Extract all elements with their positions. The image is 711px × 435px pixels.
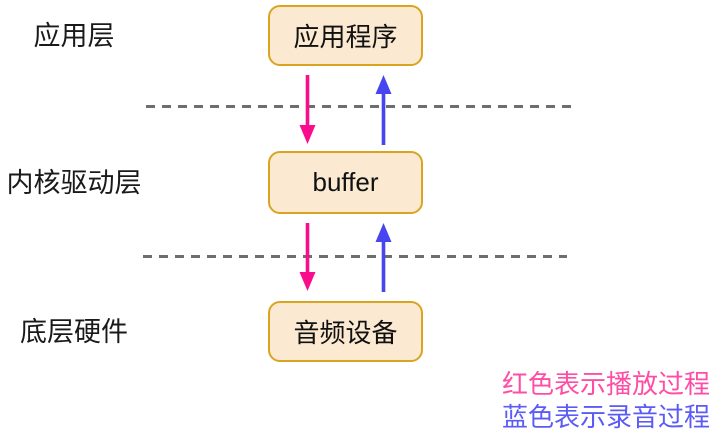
legend-playback-text: 红色表示播放过程 [501,369,710,399]
node-application-program: 应用程序 [268,5,423,66]
legend-record-text: 蓝色表示录音过程 [501,402,710,432]
layer-label-hardware: 底层硬件 [20,317,128,347]
record-arrow-up-upper [375,75,392,145]
layer-label-application: 应用层 [33,21,115,51]
node-buffer: buffer [268,151,423,214]
legend: 红色表示播放过程 蓝色表示录音过程 [502,368,710,434]
node-audio-device: 音频设备 [268,301,423,362]
layer-label-kernel-driver: 内核驱动层 [6,168,142,198]
layer-separator-top [146,105,572,108]
playback-arrow-down-upper [299,75,316,144]
layer-separator-bottom [143,255,567,258]
